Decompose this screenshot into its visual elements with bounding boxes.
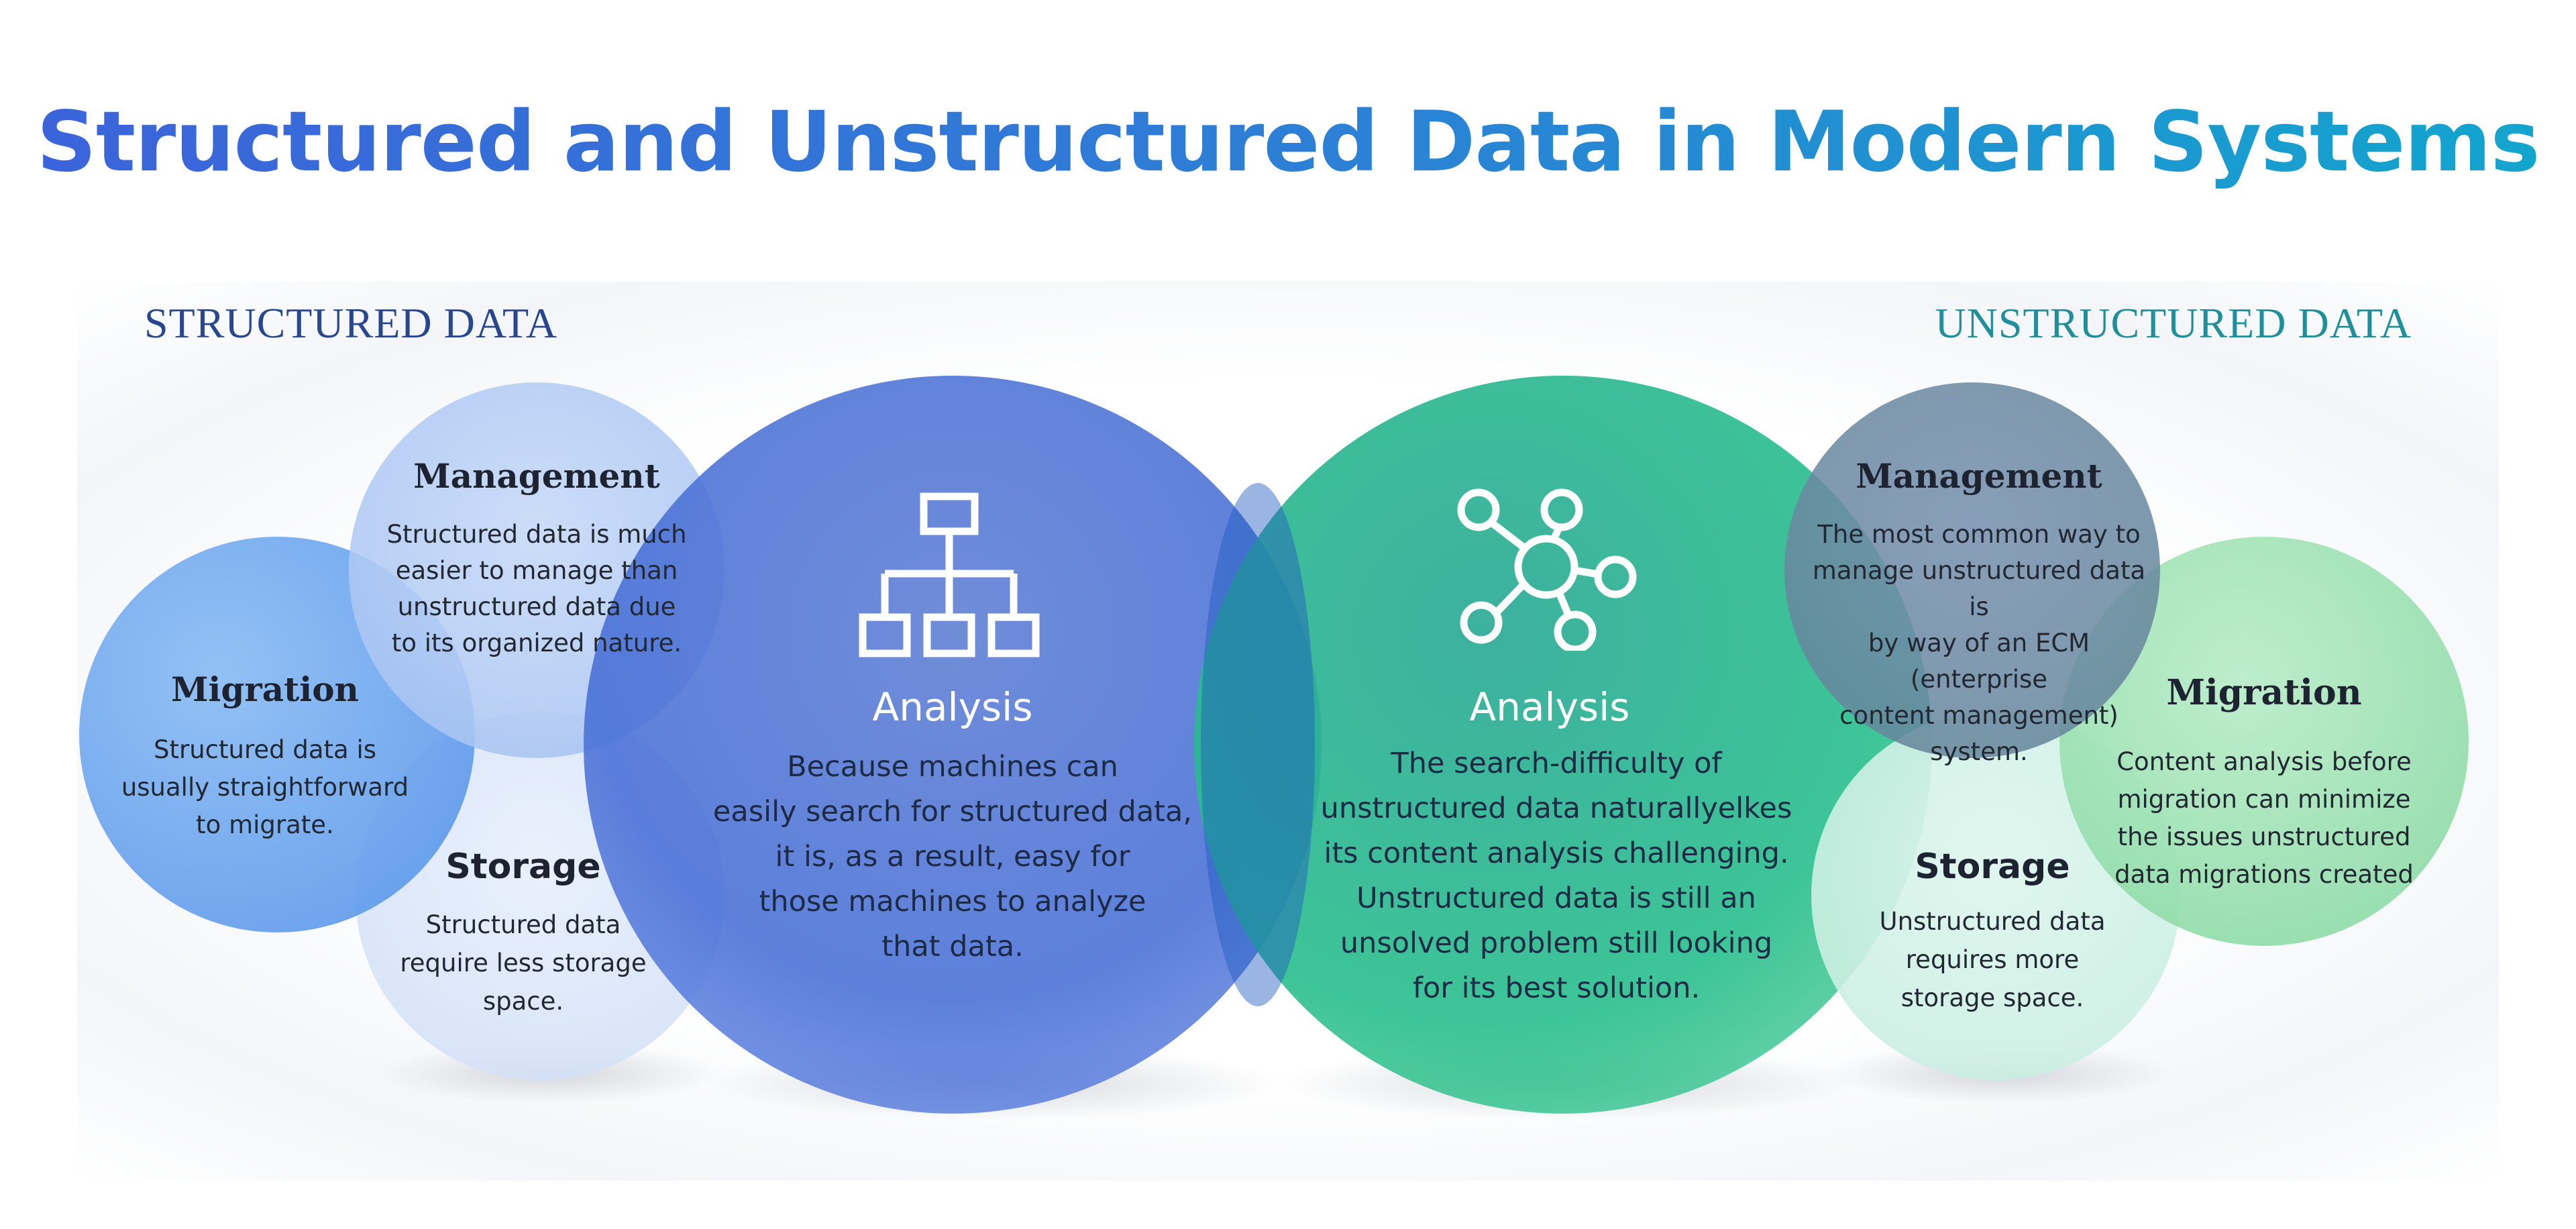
structured-storage-title: Storage xyxy=(445,847,601,887)
network-hub-icon xyxy=(1457,488,1637,651)
structured-management-title: Management xyxy=(413,456,660,496)
structured-data-label: STRUCTURED DATA xyxy=(144,299,558,347)
unstructured-migration-title: Migration xyxy=(2166,672,2362,713)
structured-migration-title: Migration xyxy=(171,670,359,709)
unstructured-migration-text: Content analysis before migration can mi… xyxy=(2114,747,2414,889)
unstructured-management-bubble xyxy=(1784,382,2160,758)
structured-storage-text: Structured data require less storage spa… xyxy=(400,910,647,1016)
unstructured-management-title: Management xyxy=(1856,456,2102,496)
page-title: Structured and Unstructured Data in Mode… xyxy=(0,94,2576,191)
unstructured-analysis-text: The search-difficulty of unstructured da… xyxy=(1320,747,1792,1005)
unstructured-storage-text: Unstructured data requires more storage … xyxy=(1879,907,2106,1012)
unstructured-data-label: UNSTRUCTURED DATA xyxy=(1935,299,2412,347)
structured-analysis-text: Because machines can easily search for s… xyxy=(712,750,1193,963)
unstructured-analysis-title: Analysis xyxy=(1469,684,1630,730)
hierarchy-icon xyxy=(859,492,1040,657)
structured-unstructured-overlap xyxy=(1201,483,1315,1006)
structured-management-text: Structured data is much easier to manage… xyxy=(386,520,687,657)
unstructured-management-text: The most common way to manage unstructur… xyxy=(1812,520,2146,766)
structured-migration-text: Structured data is usually straightforwa… xyxy=(121,735,409,839)
unstructured-storage-title: Storage xyxy=(1915,847,2070,887)
structured-analysis-title: Analysis xyxy=(872,684,1033,730)
